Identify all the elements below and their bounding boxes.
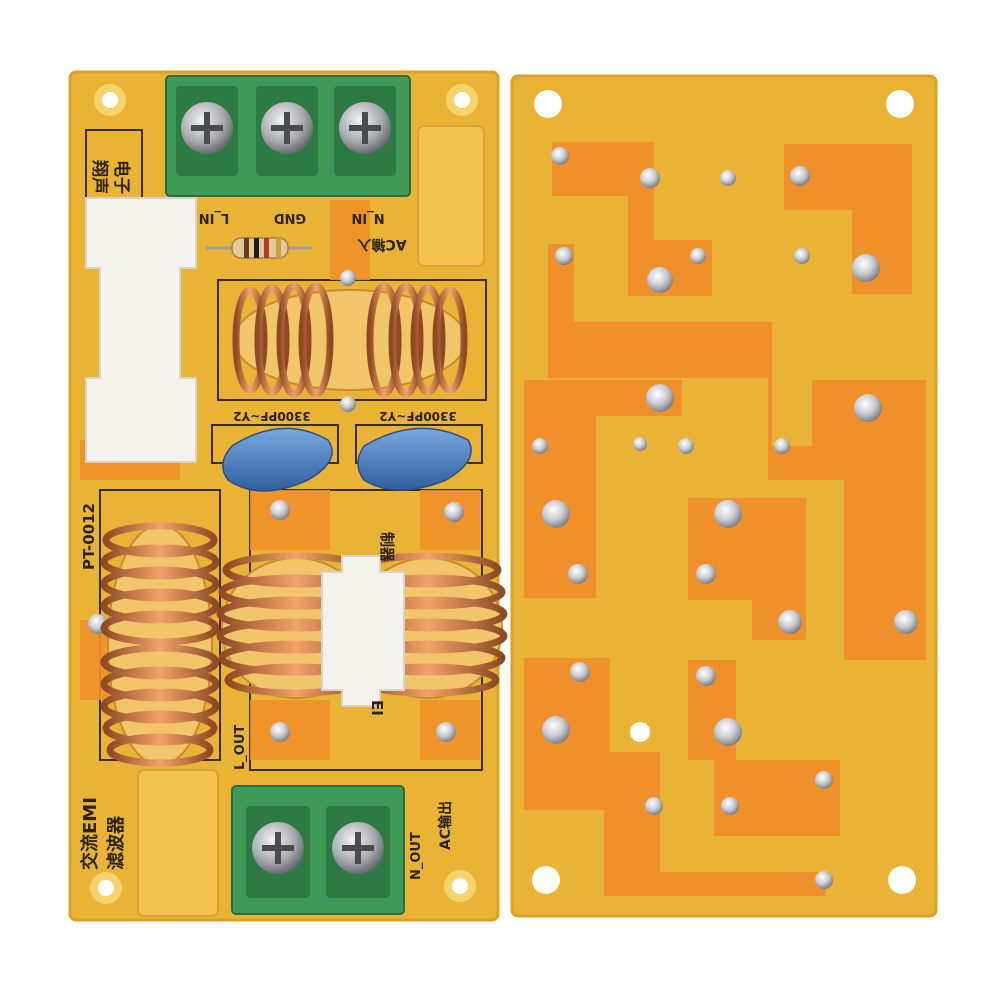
mounting-hole: [94, 84, 126, 116]
label-model: PT-0012: [80, 503, 98, 570]
y-capacitor-right: [357, 427, 472, 491]
label-emi-mark: EI: [368, 700, 386, 716]
mounting-hole: [444, 870, 476, 902]
ceramic-fuse-holder: [85, 197, 197, 463]
label-gnd: GND: [274, 210, 307, 225]
input-terminal-block: [165, 75, 411, 197]
output-terminal-block: [231, 785, 405, 915]
label-l-in: L_IN: [199, 210, 230, 225]
terminal-screw: [326, 806, 390, 898]
mounting-hole: [886, 90, 914, 118]
label-cap-left: 3300PF~Y2: [233, 409, 310, 423]
toroid-inductor-top: [232, 270, 468, 412]
mounting-hole: [90, 872, 122, 904]
label-ac-out: AC输出: [437, 801, 454, 850]
label-n-in: N_IN: [351, 210, 384, 225]
solder-joint: [532, 147, 918, 889]
label-title-line2: 滤波器: [105, 815, 127, 870]
mounting-hole: [534, 90, 562, 118]
label-cap-right: 3300PF~Y2: [379, 409, 456, 423]
terminal-screw: [246, 806, 310, 898]
brand-label-line2: 电子: [111, 160, 132, 194]
brand-label-line1: 翔声: [89, 159, 110, 194]
back-board-body: [510, 74, 938, 918]
toroid-inductor-left: [100, 522, 220, 767]
mounting-hole: [446, 84, 478, 116]
common-mode-choke: [216, 552, 508, 707]
label-choke: 制器: [378, 532, 396, 563]
terminal-screw: [176, 86, 238, 176]
x-capacitor-bottom: [137, 769, 219, 917]
mounting-hole: [888, 866, 916, 894]
mounting-hole: [630, 722, 650, 742]
front-pcb: 翔声 电子 L_IN GND N_IN AC输入 3300PF~Y2 3300P…: [68, 70, 508, 922]
terminal-screw: [256, 86, 318, 176]
mounting-hole: [532, 866, 560, 894]
label-n-out: N_OUT: [409, 832, 424, 880]
back-pcb: [510, 74, 938, 918]
resistor: [206, 237, 312, 259]
y-capacitor-left: [222, 427, 333, 492]
label-l-out: L_OUT: [233, 725, 248, 770]
label-ac-in: AC输入: [357, 236, 406, 253]
label-title-line1: 交流EMI: [79, 797, 101, 870]
back-copper: [524, 142, 926, 896]
terminal-screw: [334, 86, 396, 176]
x-capacitor-top: [417, 125, 485, 267]
